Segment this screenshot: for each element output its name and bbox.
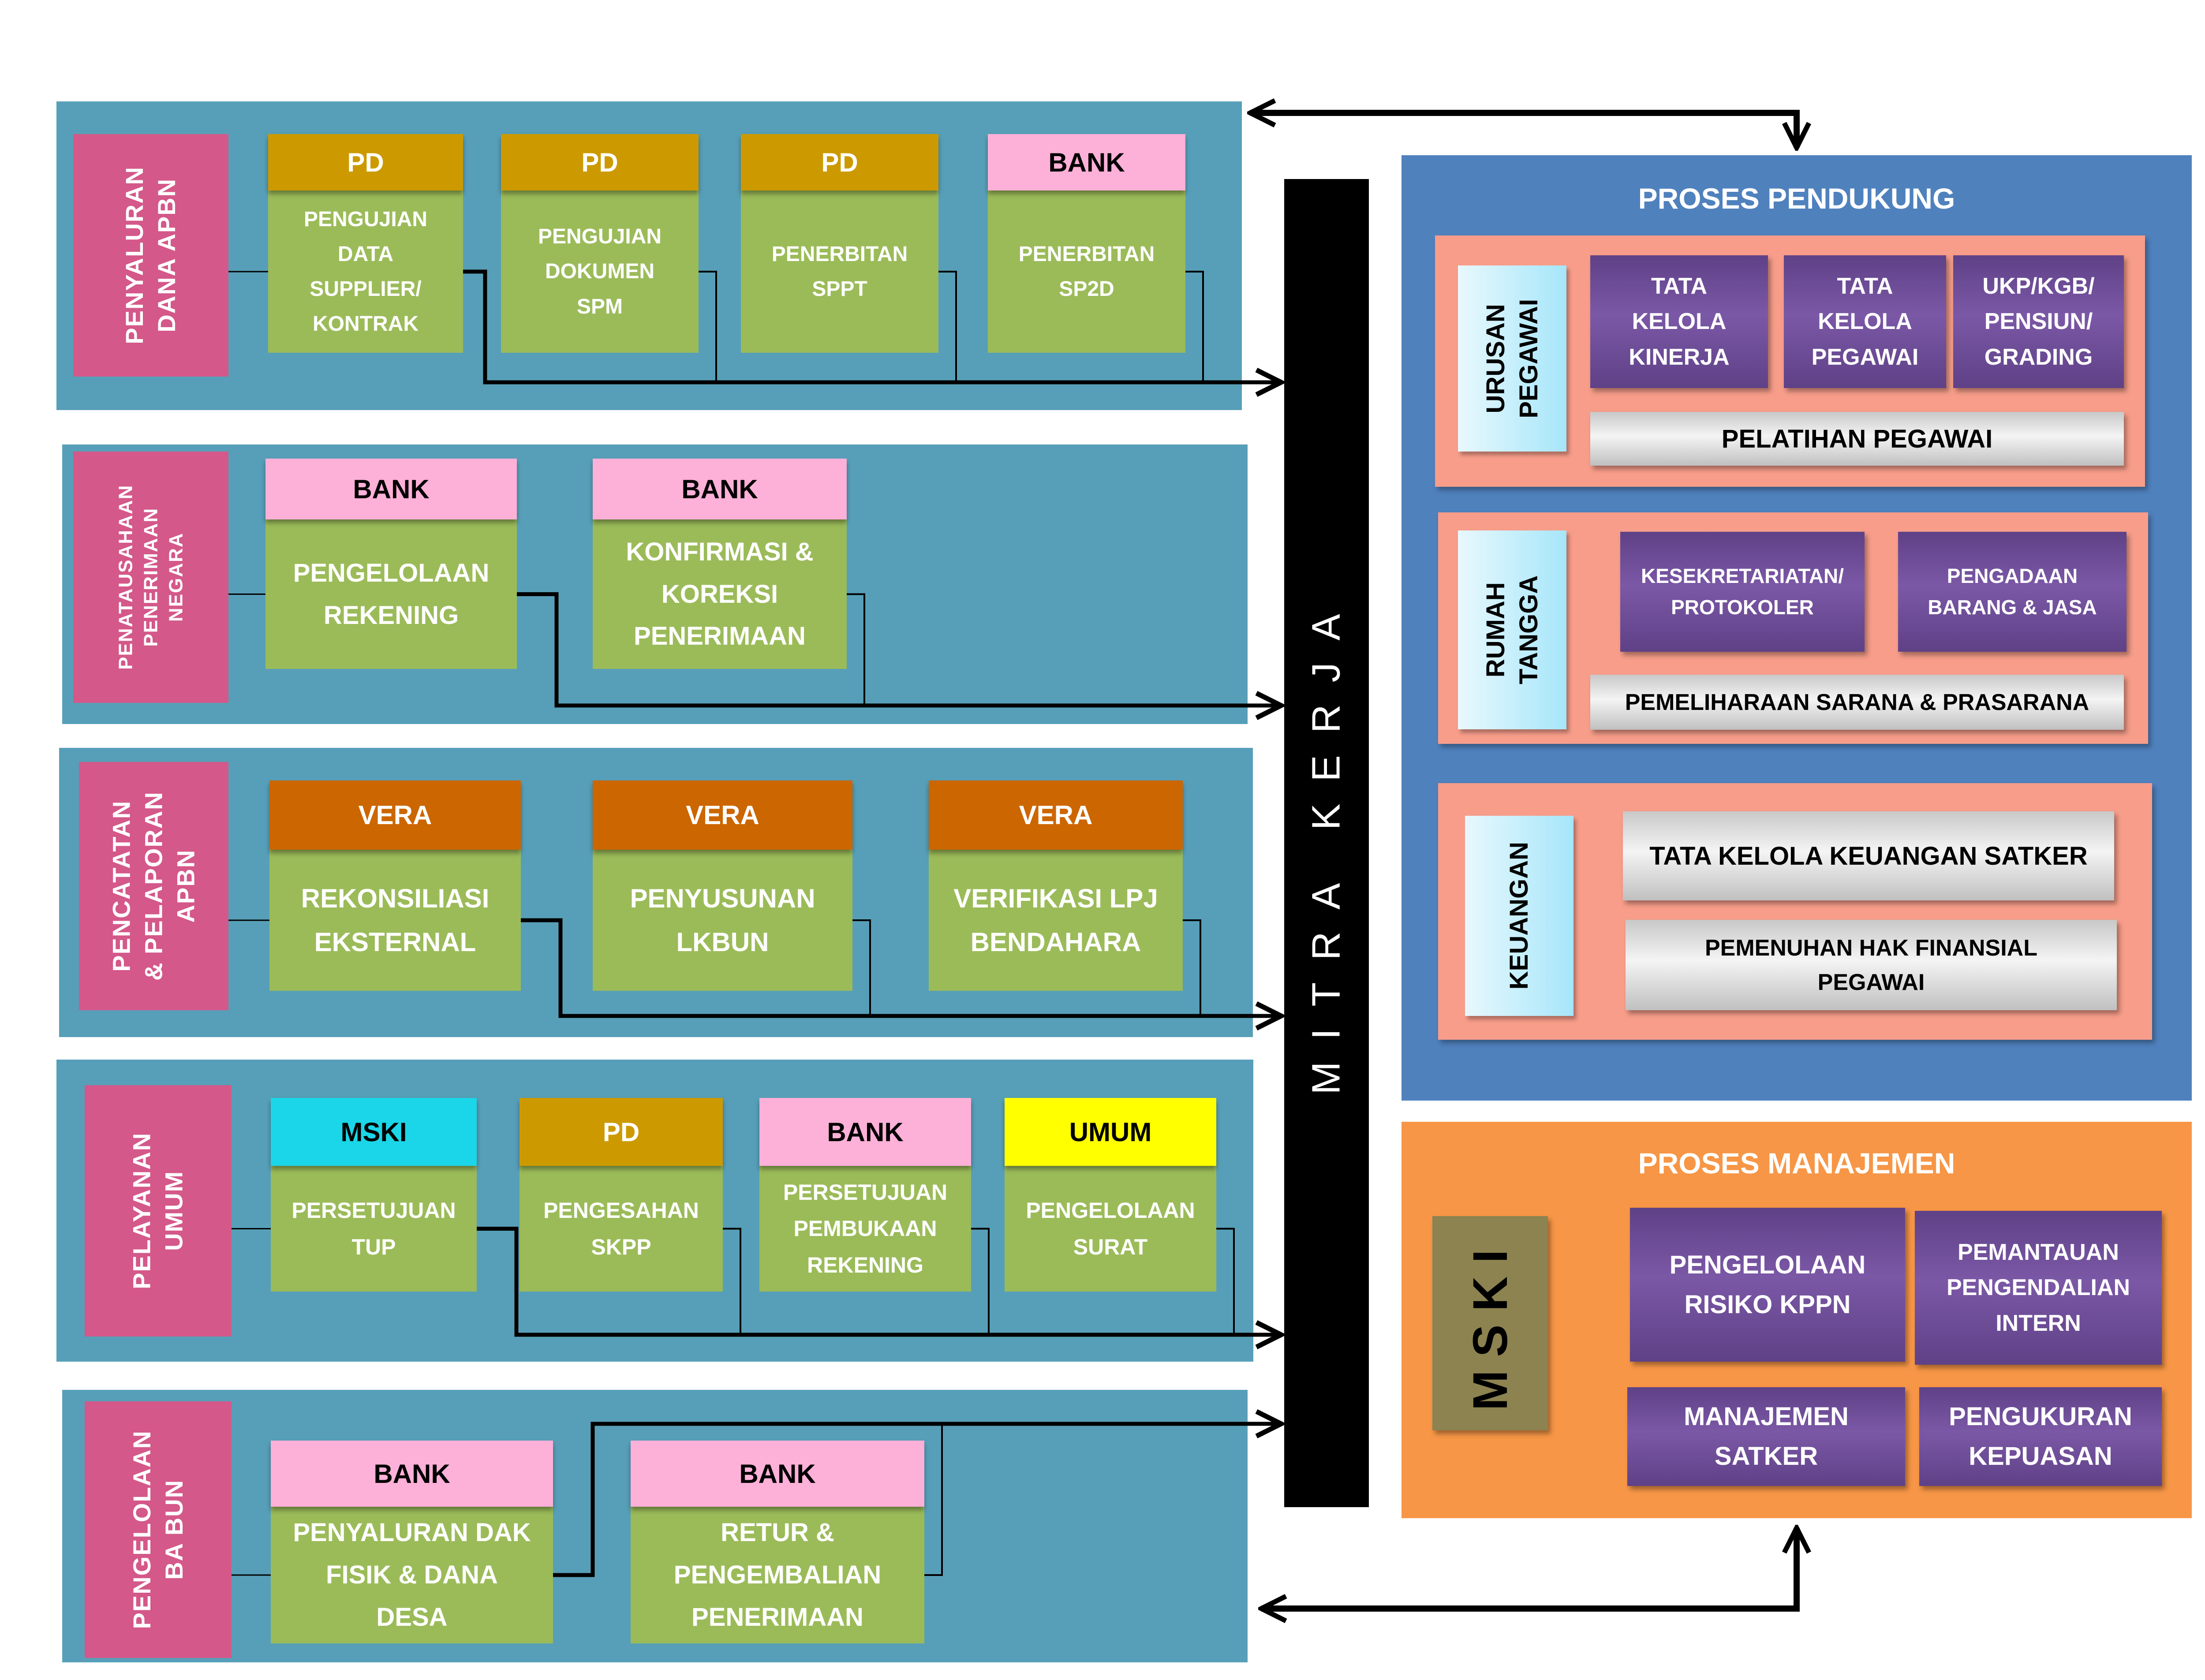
task-box: PENGUJIAN DOKUMEN SPM: [501, 190, 699, 353]
unit-header-bank: BANK: [988, 134, 1185, 190]
row-label-text: PELAYANAN UMUM: [127, 1132, 188, 1290]
mitra-kerja-label: MITRA KERJA: [1304, 591, 1349, 1095]
urusan-pegawai-label: URUSAN PEGAWAI: [1458, 265, 1566, 452]
pelatihan-pegawai: PELATIHAN PEGAWAI: [1590, 412, 2124, 466]
task-box: VERIFIKASI LPJ BENDAHARA: [929, 850, 1183, 991]
unit-header-bank: BANK: [631, 1441, 924, 1507]
task-box: KONFIRMASI & KOREKSI PENERIMAAN: [593, 519, 847, 669]
pemantauan-pengendalian-intern: PEMANTAUAN PENGENDALIAN INTERN: [1915, 1211, 2162, 1365]
row-label-text: PENCATATAN & PELAPORAN APBN: [107, 791, 199, 981]
urusan-pegawai-text: URUSAN PEGAWAI: [1481, 299, 1543, 418]
ukp-kgb-pensiun-grading: UKP/KGB/ PENSIUN/ GRADING: [1953, 255, 2124, 388]
mski-label: MSKI: [1432, 1216, 1548, 1430]
task-box: REKONSILIASI EKSTERNAL: [269, 850, 521, 991]
keuangan-text: KEUANGAN: [1505, 842, 1534, 990]
pengukuran-kepuasan: PENGUKURAN KEPUASAN: [1919, 1387, 2162, 1486]
row-label-text: PENYALURAN DANA APBN: [120, 166, 180, 344]
task-box: PENYUSUNAN LKBUN: [593, 850, 852, 991]
unit-header-pd: PD: [268, 134, 463, 190]
pemeliharaan-sarana-prasarana: PEMELIHARAAN SARANA & PRASARANA: [1590, 675, 2124, 730]
row-label: PENCATATAN & PELAPORAN APBN: [79, 762, 228, 1010]
task-box: PENERBITAN SP2D: [988, 190, 1185, 353]
unit-header-bank: BANK: [593, 459, 847, 519]
top-double-arrow: [1250, 113, 1797, 148]
unit-header-mski: MSKI: [271, 1098, 477, 1166]
task-box: PENERBITAN SPPT: [741, 190, 938, 353]
unit-header-bank: BANK: [759, 1098, 971, 1166]
task-box: PENGELOLAAN REKENING: [265, 519, 517, 669]
proses-manajemen-title: PROSES MANAJEMEN: [1638, 1147, 1955, 1180]
mitra-kerja-bar: MITRA KERJA: [1284, 179, 1369, 1507]
rumah-tangga-text: RUMAH TANGGA: [1481, 575, 1544, 685]
task-box: PERSETUJUAN TUP: [271, 1166, 477, 1292]
unit-header-umum: UMUM: [1005, 1098, 1216, 1166]
pengadaan-barang-jasa: PENGADAAN BARANG & JASA: [1898, 532, 2127, 652]
unit-header-vera: VERA: [269, 780, 521, 850]
unit-header-vera: VERA: [593, 780, 852, 850]
pengelolaan-risiko: PENGELOLAAN RISIKO KPPN: [1630, 1208, 1905, 1362]
task-box: PENGESAHAN SKPP: [519, 1166, 723, 1292]
tata-kelola-keuangan-satker: TATA KELOLA KEUANGAN SATKER: [1623, 811, 2114, 900]
rumah-tangga-label: RUMAH TANGGA: [1458, 530, 1566, 729]
task-box: PERSETUJUAN PEMBUKAAN REKENING: [759, 1166, 971, 1292]
manajemen-satker: MANAJEMEN SATKER: [1627, 1387, 1905, 1486]
row-label-text: PENATAUSAHAAN PENERIMAAN NEGARA: [115, 484, 187, 670]
mski-text: MSKI: [1463, 1236, 1517, 1411]
bottom-double-arrow: [1261, 1528, 1797, 1609]
unit-header-pd: PD: [519, 1098, 723, 1166]
unit-header-bank: BANK: [271, 1441, 553, 1507]
proses-pendukung-title: PROSES PENDUKUNG: [1638, 182, 1955, 215]
row-label: PENGELOLAAN BA BUN: [85, 1401, 232, 1658]
task-box: PENGELOLAAN SURAT: [1005, 1166, 1216, 1292]
pemenuhan-hak-finansial: PEMENUHAN HAK FINANSIAL PEGAWAI: [1626, 920, 2117, 1010]
unit-header-bank: BANK: [265, 459, 517, 519]
keuangan-label: KEUANGAN: [1465, 816, 1573, 1016]
tata-kelola-pegawai: TATA KELOLA PEGAWAI: [1784, 255, 1946, 388]
task-box: PENGUJIAN DATA SUPPLIER/ KONTRAK: [268, 190, 463, 353]
row-label: PELAYANAN UMUM: [85, 1085, 232, 1337]
row-label: PENYALURAN DANA APBN: [73, 134, 228, 377]
row-label: PENATAUSAHAAN PENERIMAAN NEGARA: [73, 452, 228, 703]
kesekretariatan-protokoler: KESEKRETARIATAN/ PROTOKOLER: [1620, 532, 1865, 652]
task-box: PENYALURAN DAK FISIK & DANA DESA: [271, 1507, 553, 1643]
row-label-text: PENGELOLAAN BA BUN: [127, 1430, 188, 1629]
task-box: RETUR & PENGEMBALIAN PENERIMAAN: [631, 1507, 924, 1643]
unit-header-vera: VERA: [929, 780, 1183, 850]
unit-header-pd: PD: [741, 134, 938, 190]
tata-kelola-kinerja: TATA KELOLA KINERJA: [1590, 255, 1768, 388]
unit-header-pd: PD: [501, 134, 699, 190]
